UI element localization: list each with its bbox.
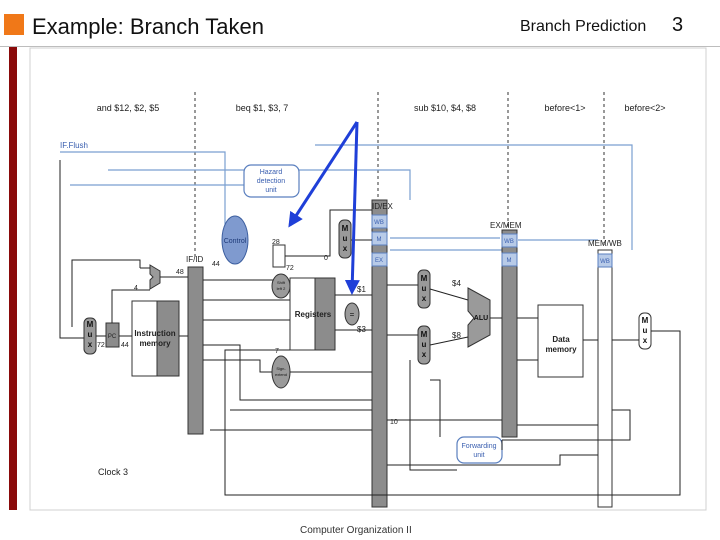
svg-text:WB: WB (504, 239, 514, 245)
mem-wb-label: MEM/WB (588, 239, 622, 248)
sidebar-bar (9, 47, 17, 510)
svg-text:x: x (343, 244, 348, 253)
register-file: Registers (289, 277, 336, 351)
svg-text:detection: detection (257, 178, 286, 185)
svg-text:0: 0 (324, 255, 328, 262)
slide-title: Example: Branch Taken (32, 14, 264, 39)
diagram-frame (29, 47, 707, 511)
svg-text:44: 44 (212, 261, 220, 268)
svg-text:M: M (642, 316, 649, 325)
svg-text:memory: memory (139, 339, 171, 348)
pc-register: PC (105, 322, 120, 348)
branch-adder (272, 244, 286, 268)
svg-text:Hazard: Hazard (260, 169, 283, 176)
id-ex-register (371, 199, 388, 508)
svg-text:x: x (88, 340, 93, 349)
instruction-label-1: and $12, $2, $5 (97, 103, 160, 113)
svg-text:Registers: Registers (295, 310, 332, 319)
title-accent-square (4, 14, 24, 35)
alu: ALU (467, 287, 491, 348)
clock-label: Clock 3 (98, 467, 128, 477)
instruction-label-5: before<2> (624, 103, 665, 113)
if-id-register (187, 266, 204, 435)
svg-text:u: u (643, 326, 648, 335)
forwarding-unit: Forwarding unit (456, 436, 503, 464)
svg-text:=: = (350, 310, 355, 319)
svg-text:Shift: Shift (277, 280, 286, 285)
svg-text:Instruction: Instruction (134, 329, 175, 338)
hazard-detection-unit: Hazard detection unit (243, 164, 300, 198)
svg-text:left 2: left 2 (277, 286, 286, 291)
instruction-memory: Instruction memory (131, 300, 180, 377)
svg-text:extend: extend (275, 372, 287, 377)
ex-mem-register (501, 229, 518, 438)
stage-fields: WB M EX WB M WB (371, 214, 613, 268)
ex-mem-label: EX/MEM (490, 221, 522, 230)
slide-header: Branch Prediction (520, 18, 647, 35)
blue-arrows (288, 121, 360, 295)
page-number: 3 (672, 14, 684, 36)
if-id-label: IF/ID (186, 255, 204, 264)
blue-arrow-down (344, 121, 360, 295)
svg-text:u: u (422, 284, 427, 293)
stage-separators (194, 92, 605, 258)
svg-text:4: 4 (134, 285, 138, 292)
svg-text:M: M (421, 274, 428, 283)
svg-text:M: M (342, 224, 349, 233)
sign-extend: Sign- extend (271, 355, 291, 389)
data-memory: Data memory (537, 304, 584, 378)
svg-text:x: x (422, 350, 427, 359)
svg-text:PC: PC (108, 334, 117, 340)
control-unit: Control (221, 215, 249, 265)
header-rule (0, 46, 720, 47)
control-mux (338, 219, 352, 259)
svg-text:Control: Control (224, 238, 247, 245)
svg-text:$3: $3 (357, 325, 366, 334)
svg-text:u: u (88, 330, 93, 339)
instruction-label-4: before<1> (544, 103, 585, 113)
svg-text:$4: $4 (452, 279, 461, 288)
shift-left-2: Shift left 2 (271, 273, 291, 299)
svg-text:10: 10 (390, 419, 398, 426)
svg-text:ALU: ALU (474, 315, 488, 322)
svg-text:WB: WB (600, 259, 610, 265)
svg-text:7: 7 (275, 348, 279, 355)
control-wires (60, 144, 633, 251)
svg-text:unit: unit (265, 187, 276, 194)
svg-text:memory: memory (545, 345, 577, 354)
svg-text:WB: WB (374, 220, 384, 226)
pc-adder (149, 264, 161, 290)
svg-text:x: x (643, 336, 648, 345)
id-ex-label: ID/EX (372, 202, 394, 211)
svg-text:M: M (87, 320, 94, 329)
svg-text:$1: $1 (357, 285, 366, 294)
svg-text:Forwarding: Forwarding (461, 443, 496, 450)
muxes: Mux Mux Mux Mux Mux (83, 219, 652, 365)
svg-text:unit: unit (473, 452, 484, 459)
svg-text:M: M (507, 258, 512, 264)
slide-footer: Computer Organization II (300, 525, 412, 536)
instruction-label-3: sub $10, $4, $8 (414, 103, 476, 113)
svg-text:44: 44 (121, 342, 129, 349)
instruction-label-2: beq $1, $3, 7 (236, 103, 289, 113)
blue-arrow-left (288, 121, 359, 228)
svg-text:u: u (422, 340, 427, 349)
svg-text:28: 28 (272, 239, 280, 246)
mem-wb-register (597, 249, 613, 508)
svg-text:M: M (377, 237, 382, 243)
svg-text:EX: EX (375, 258, 383, 264)
if-flush-label: IF.Flush (60, 141, 88, 150)
value-labels: 48 4 44 72 72 44 28 0 7 10 $1 $3 $4 $8 (97, 239, 461, 426)
svg-text:72: 72 (286, 265, 294, 272)
svg-text:$8: $8 (452, 331, 461, 340)
svg-text:u: u (343, 234, 348, 243)
svg-text:M: M (421, 330, 428, 339)
svg-text:72: 72 (97, 342, 105, 349)
svg-text:Data: Data (552, 335, 570, 344)
svg-text:48: 48 (176, 269, 184, 276)
svg-text:x: x (422, 294, 427, 303)
svg-text:Sign-: Sign- (276, 366, 286, 371)
equality-comparator: = (344, 302, 360, 326)
